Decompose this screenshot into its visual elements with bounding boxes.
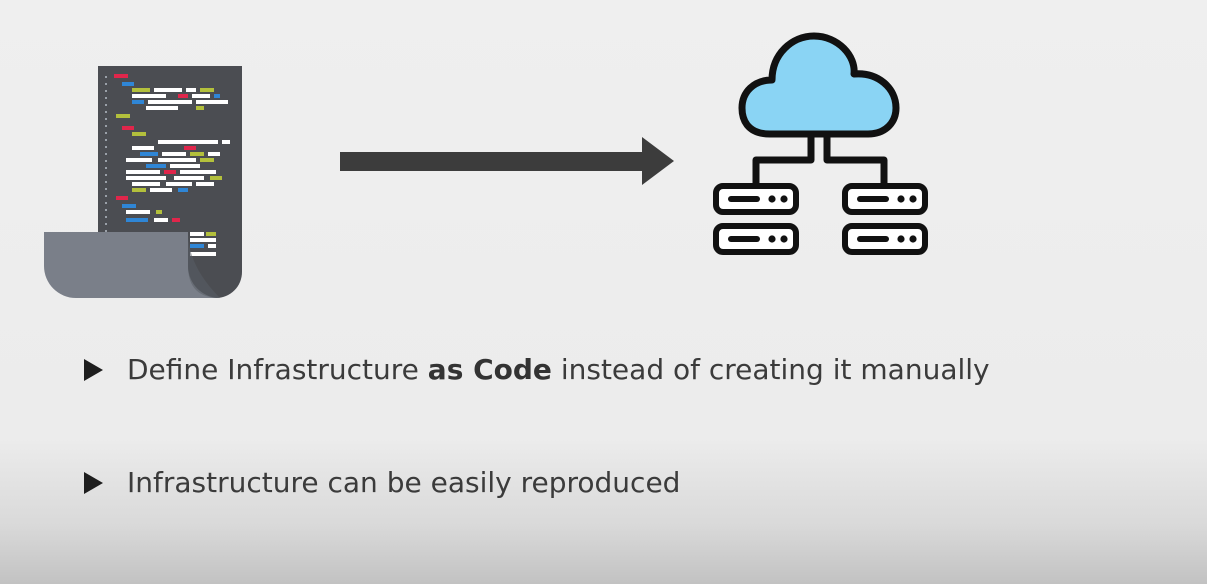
bullet-text-bold: as Code [427, 353, 552, 386]
triangle-bullet-icon [84, 359, 103, 381]
cloud-infrastructure-icon [713, 32, 928, 255]
bullet-item: Infrastructure can be easily reproduced [84, 461, 990, 505]
bullet-text-before: Infrastructure can be easily reproduced [127, 466, 681, 499]
bullet-text-before: Define Infrastructure [127, 353, 428, 386]
code-document-icon [44, 66, 242, 298]
server-rack-icon [713, 183, 928, 255]
bullet-text: Define Infrastructure as Code instead of… [127, 348, 990, 392]
code-lines [114, 74, 230, 256]
network-links [752, 134, 888, 186]
bullet-list: Define Infrastructure as Code instead of… [84, 348, 990, 505]
cloud-icon [738, 32, 900, 138]
bullet-text-after: instead of creating it manually [551, 353, 990, 386]
bullet-text: Infrastructure can be easily reproduced [127, 461, 680, 505]
bullet-item: Define Infrastructure as Code instead of… [84, 348, 990, 392]
right-arrow-icon [340, 137, 674, 185]
triangle-bullet-icon [84, 472, 103, 494]
